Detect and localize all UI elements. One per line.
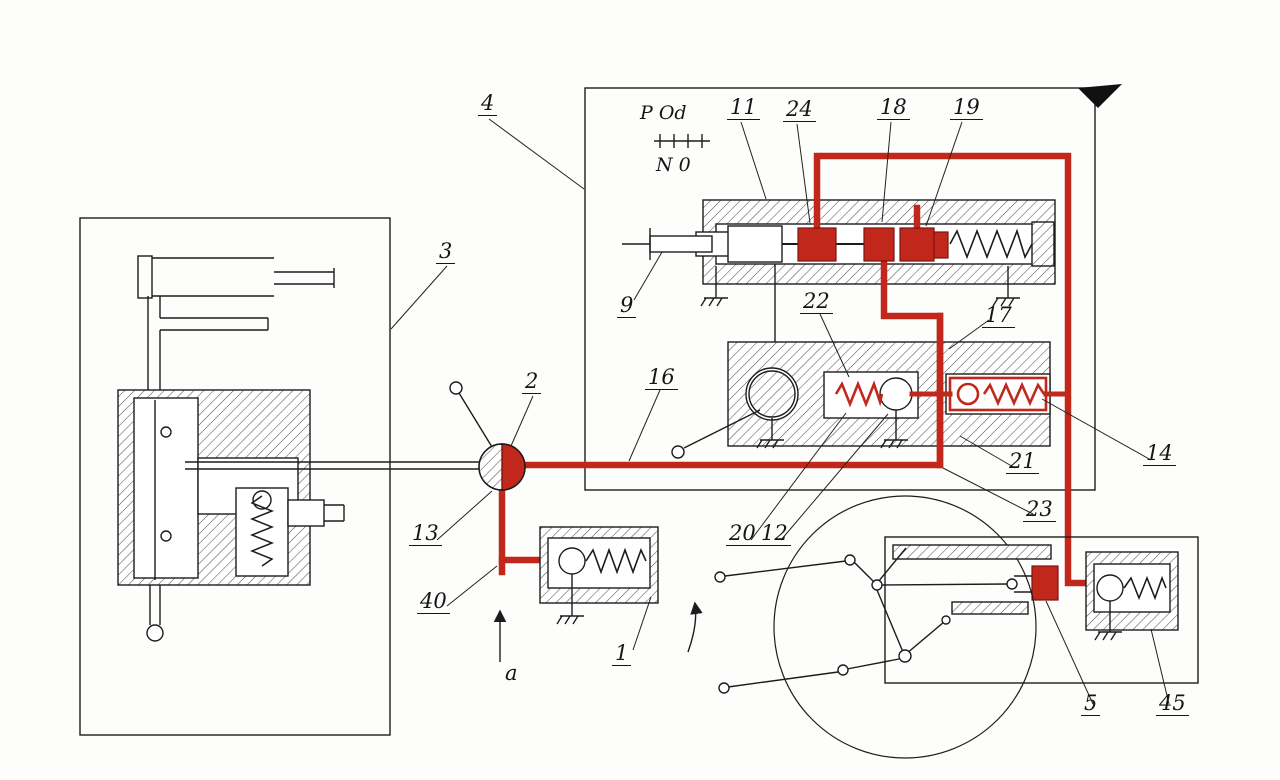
label-inlet-a: a <box>505 661 518 685</box>
label-13: 13 <box>409 522 442 547</box>
check-ball <box>956 382 980 406</box>
label-45: 45 <box>1156 692 1189 717</box>
left-servo-unit <box>79 217 480 736</box>
label-21: 21 <box>1006 450 1039 475</box>
spool-land-red-2 <box>863 227 895 262</box>
red-valve-parts <box>797 227 1059 601</box>
label-24: 24 <box>783 98 816 123</box>
label-20: 20 <box>726 522 759 547</box>
check-spring <box>982 381 1046 407</box>
control-pump <box>449 381 526 491</box>
label-18: 18 <box>877 96 910 121</box>
page-corner-mark <box>1078 84 1122 108</box>
label-2: 2 <box>522 370 542 395</box>
label-19: 19 <box>950 96 983 121</box>
label-11: 11 <box>727 96 760 121</box>
label-40: 40 <box>417 590 450 615</box>
spool-land-red-3 <box>899 227 935 262</box>
label-3: 3 <box>436 240 456 265</box>
label-17: 17 <box>982 304 1015 329</box>
spool-land-red-1 <box>797 227 837 262</box>
label-4: 4 <box>478 92 498 117</box>
servo-piston-red <box>1031 565 1059 601</box>
inlet-valve <box>493 526 659 662</box>
label-22: 22 <box>800 290 833 315</box>
label-selector-bottom: N 0 <box>656 154 691 176</box>
leader-lines <box>390 118 1170 705</box>
label-16: 16 <box>645 366 678 391</box>
label-1: 1 <box>612 642 632 667</box>
label-5: 5 <box>1081 692 1101 717</box>
spool-end-red <box>933 231 949 259</box>
label-14: 14 <box>1143 442 1176 467</box>
red-pressure-lines <box>498 152 1090 587</box>
boost-valve <box>1085 551 1179 641</box>
check-valve-housing <box>948 376 1048 412</box>
label-9: 9 <box>617 294 637 319</box>
governor-linkage <box>687 495 1199 759</box>
label-selector-top: P Od <box>640 102 687 124</box>
red-spring <box>834 380 884 408</box>
lower-valve-block <box>671 341 1051 459</box>
main-valve-block <box>584 84 1122 491</box>
rotation-arrow <box>687 601 703 653</box>
spool-valve <box>622 199 1056 372</box>
label-12: 12 <box>758 522 791 547</box>
selector-scale <box>654 134 710 148</box>
label-23: 23 <box>1023 498 1056 523</box>
